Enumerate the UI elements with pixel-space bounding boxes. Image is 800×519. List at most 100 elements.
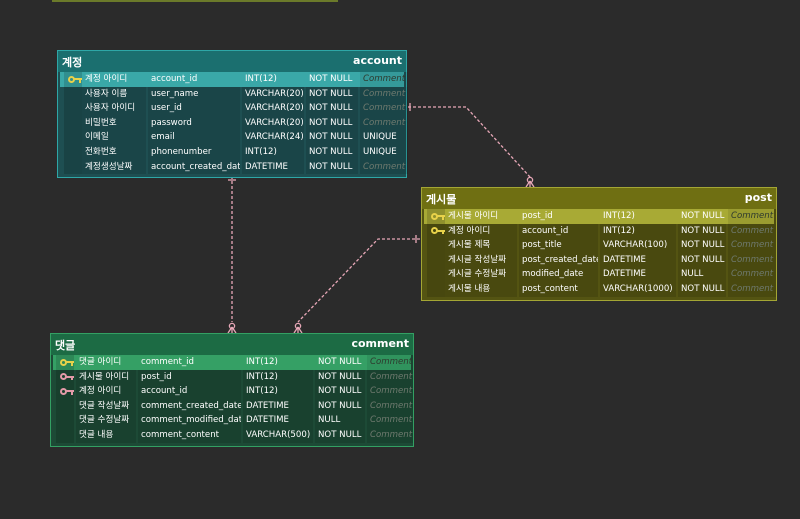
column-nullability: NOT NULL	[315, 427, 365, 443]
column-nullability: NOT NULL	[315, 398, 365, 414]
column-physical-name: phonenumber	[148, 144, 240, 160]
column-nullability: NOT NULL	[306, 86, 358, 102]
column-comment: Comment	[367, 369, 413, 385]
key-cell	[64, 130, 82, 145]
column-physical-name: account_id	[519, 223, 598, 239]
column-physical-name: post_created_date	[519, 252, 598, 268]
column-logical-name: 비밀번호	[82, 115, 146, 131]
key-icon	[59, 387, 74, 396]
column-data-type: INT(12)	[243, 384, 313, 399]
column-physical-name: comment_content	[138, 427, 241, 443]
column-data-type: VARCHAR(20)	[242, 101, 304, 116]
entity-header[interactable]: 게시물 post	[422, 188, 776, 209]
column-comment: Comment	[728, 252, 776, 268]
column-physical-name: post_title	[519, 238, 598, 253]
column-nullability: NOT NULL	[309, 74, 353, 84]
key-icon	[430, 226, 445, 235]
column-nullability: NOT NULL	[315, 369, 365, 385]
column-physical-name: account_created_date	[148, 159, 240, 175]
column-physical-name: password	[148, 115, 240, 131]
column-logical-name: 게시물 내용	[445, 281, 517, 297]
entity-header[interactable]: 계정 account	[58, 51, 406, 72]
column-comment: Comment	[360, 159, 408, 175]
key-icon	[430, 212, 445, 221]
key-icon	[59, 358, 74, 367]
column-comment: Comment	[367, 355, 413, 370]
column-data-type: VARCHAR(24)	[242, 130, 304, 145]
column-physical-name: user_name	[148, 86, 240, 102]
column-physical-name: email	[148, 130, 240, 145]
column-constraint: UNIQUE	[360, 130, 408, 145]
column-data-type: VARCHAR(500)	[243, 427, 313, 443]
key-icon	[67, 75, 82, 84]
column-nullability: NOT NULL	[306, 130, 358, 145]
column-logical-name: 댓글 아이디	[79, 357, 122, 367]
entity-logical-name: 댓글	[55, 339, 76, 352]
column-data-type: DATETIME	[600, 267, 676, 282]
column-comment: Comment	[360, 86, 408, 102]
key-cell	[64, 86, 82, 102]
column-physical-name: modified_date	[519, 267, 598, 282]
column-data-type: INT(12)	[600, 223, 676, 239]
key-cell	[64, 144, 82, 160]
column-logical-name: 게시물 아이디	[76, 369, 136, 385]
entity-physical-name: account	[353, 54, 402, 67]
column-nullability: NOT NULL	[678, 252, 726, 268]
column-nullability: NOT NULL	[315, 384, 365, 399]
column-data-type: DATETIME	[243, 398, 313, 414]
column-logical-name: 계정 아이디	[445, 223, 517, 239]
key-cell	[64, 159, 82, 175]
column-nullability: NOT NULL	[678, 238, 726, 253]
column-physical-name: comment_id	[141, 357, 194, 367]
column-nullability: NOT NULL	[681, 211, 725, 221]
column-logical-name: 계정생성날짜	[82, 159, 146, 175]
column-data-type: DATETIME	[600, 252, 676, 268]
key-cell	[427, 281, 445, 297]
column-physical-name: account_id	[138, 384, 241, 399]
column-data-type: VARCHAR(20)	[242, 86, 304, 102]
column-logical-name: 사용자 아이디	[82, 101, 146, 116]
column-nullability: NULL	[678, 267, 726, 282]
column-physical-name: post_id	[522, 211, 553, 221]
canvas-edge-strip	[52, 0, 338, 2]
column-comment: Comment	[360, 72, 408, 87]
many-marker	[231, 326, 237, 334]
column-comment: Comment	[360, 101, 408, 116]
key-cell	[64, 115, 82, 131]
column-logical-name: 계정 아이디	[85, 74, 128, 84]
key-cell	[56, 369, 74, 385]
entity-physical-name: comment	[351, 337, 409, 350]
column-comment: Comment	[728, 209, 776, 224]
column-nullability: NOT NULL	[306, 115, 358, 131]
column-logical-name: 사용자 이름	[82, 86, 146, 102]
entity-header[interactable]: 댓글 comment	[51, 334, 413, 355]
column-comment: Comment	[367, 398, 413, 414]
column-data-type: VARCHAR(1000)	[600, 281, 676, 297]
column-logical-name: 댓글 수정날짜	[76, 413, 136, 428]
